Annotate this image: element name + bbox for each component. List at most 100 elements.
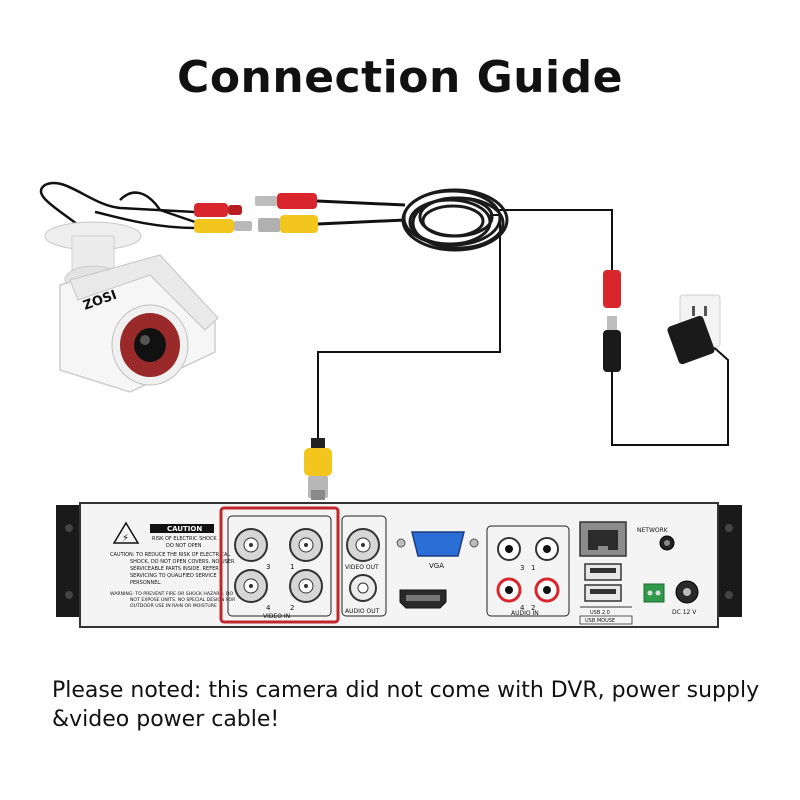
screw-icon — [65, 591, 73, 599]
dvr-bracket-left — [56, 505, 82, 617]
bnc-plug-yellow — [304, 448, 332, 476]
warning-text: OUTDOOR USE IN RAIN OR MOISTURE — [130, 603, 217, 609]
dc-plug-pair — [603, 270, 621, 372]
port-number: 4 — [266, 604, 271, 612]
camera-pigtail — [39, 181, 196, 230]
dc-male-pin — [607, 316, 617, 330]
usb-tongue — [590, 589, 616, 594]
power-section: NETWORK DC 12 V — [637, 527, 699, 616]
usb-label: USB 2.0 — [590, 610, 610, 616]
port-number: 1 — [290, 563, 294, 571]
power-adapter — [667, 294, 721, 365]
bullet-camera: ZOSI — [44, 221, 219, 393]
camera-lens — [134, 328, 166, 362]
extension-connectors — [255, 193, 406, 233]
pigtail-wire — [119, 191, 196, 224]
usb-label-box — [579, 615, 633, 625]
vga-port — [411, 531, 465, 557]
adapter-body — [667, 315, 715, 365]
dvr-recorder: ⚡ CAUTION RISK OF ELECTRIC SHOCK DO NOT … — [56, 502, 742, 628]
port-number: 1 — [531, 564, 535, 572]
dc-male-body — [277, 193, 317, 209]
caution-text: PERSONNEL. — [130, 580, 162, 586]
dc-jack-pin — [683, 588, 691, 596]
rca-port-3 — [497, 537, 521, 561]
terminal-screw-icon — [647, 590, 653, 596]
power-cable-to-adapter — [495, 209, 613, 270]
screw-icon — [396, 538, 406, 548]
port-number: 2 — [531, 604, 535, 612]
audio-out-label: AUDIO OUT — [345, 608, 380, 615]
caution-text: CAUTION: TO REDUCE THE RISK OF ELECTRICA… — [110, 552, 230, 558]
screw-icon — [65, 524, 73, 532]
adapter-cable — [611, 334, 729, 446]
warning-bolt-icon: ⚡ — [122, 533, 129, 544]
rca-port-2 — [534, 577, 560, 603]
dc-female-red — [603, 270, 621, 308]
warning-text: WARNING: TO PREVENT FIRE OR SHOCK HAZARD… — [110, 591, 233, 597]
output-bracket — [341, 515, 387, 617]
ethernet-socket — [588, 530, 618, 550]
caution-text: SHOCK, DO NOT OPEN COVERS. NO USER — [130, 559, 235, 565]
port-number: 2 — [290, 604, 294, 612]
bnc-port-4 — [234, 569, 268, 603]
video-cable-to-dvr — [317, 214, 501, 440]
warning-triangle-icon — [112, 521, 140, 544]
caution-subhead: DO NOT OPEN — [166, 543, 202, 549]
ethernet-clip — [598, 546, 608, 552]
bnc-port-3 — [234, 528, 268, 562]
vga-label: VGA — [429, 562, 444, 570]
dc-female-connector — [194, 203, 228, 217]
camera-sunshield — [69, 254, 219, 331]
rca-port-4 — [496, 577, 522, 603]
warning-text: NOT EXPOSE UNITS. NO SPECIAL DESIGN FOR — [130, 597, 236, 603]
dc-female-tip — [228, 205, 242, 215]
video-in-bracket — [227, 515, 332, 617]
outlet-slot — [692, 306, 695, 316]
caution-text: SERVICEABLE PARTS INSIDE. REFER — [130, 566, 219, 572]
dc-male-connector — [255, 196, 277, 206]
terminal-screw-icon — [655, 590, 661, 596]
video-in-highlight — [219, 506, 340, 624]
port-number: 3 — [266, 563, 270, 571]
wiring — [317, 209, 729, 446]
bnc-port-2 — [289, 569, 323, 603]
usb-label: USB MOUSE — [585, 618, 615, 624]
power-terminal — [643, 583, 665, 603]
ext-wire — [317, 218, 406, 226]
caution-text: SERVICING TO QUALIFIED SERVICE — [130, 573, 216, 579]
bnc-plug-to-dvr — [304, 438, 332, 500]
pigtail-connectors — [194, 203, 252, 233]
dc-male-black — [603, 330, 621, 372]
bnc-port-1 — [289, 528, 323, 562]
audio-in-label: AUDIO IN — [511, 610, 539, 617]
bnc-connector-yellow — [194, 219, 234, 233]
screw-icon — [725, 524, 733, 532]
caution-subhead: RISK OF ELECTRIC SHOCK — [152, 536, 217, 542]
screw-icon — [469, 538, 479, 548]
caution-heading: CAUTION — [167, 525, 202, 533]
ground-screw-center — [664, 540, 670, 546]
bnc-male-metal — [258, 218, 280, 232]
ext-wire — [316, 199, 406, 207]
network-label: NETWORK — [637, 527, 669, 534]
audio-in-ports: 3 1 4 2 AUDIO IN — [486, 525, 570, 617]
camera-lens-highlight — [140, 335, 150, 345]
page-title: Connection Guide — [177, 52, 623, 103]
audio-out-port — [349, 574, 377, 602]
port-number: 3 — [520, 564, 524, 572]
rca-port-1 — [535, 537, 559, 561]
audio-in-bracket — [486, 525, 570, 617]
network-usb-ports: USB 2.0 USB MOUSE — [579, 521, 633, 625]
usb-tongue — [590, 568, 616, 573]
output-ports: VIDEO OUT AUDIO OUT — [341, 515, 387, 617]
video-in-ports: 3 1 4 2 VIDEO IN — [219, 506, 340, 624]
caution-label: ⚡ CAUTION RISK OF ELECTRIC SHOCK DO NOT … — [110, 521, 236, 609]
pigtail-wire — [94, 210, 196, 230]
video-out-label: VIDEO OUT — [345, 564, 379, 571]
dc-label: DC 12 V — [672, 609, 697, 616]
port-number: 4 — [520, 604, 525, 612]
bnc-male-body — [280, 215, 318, 233]
dvr-bracket-right — [716, 505, 742, 617]
